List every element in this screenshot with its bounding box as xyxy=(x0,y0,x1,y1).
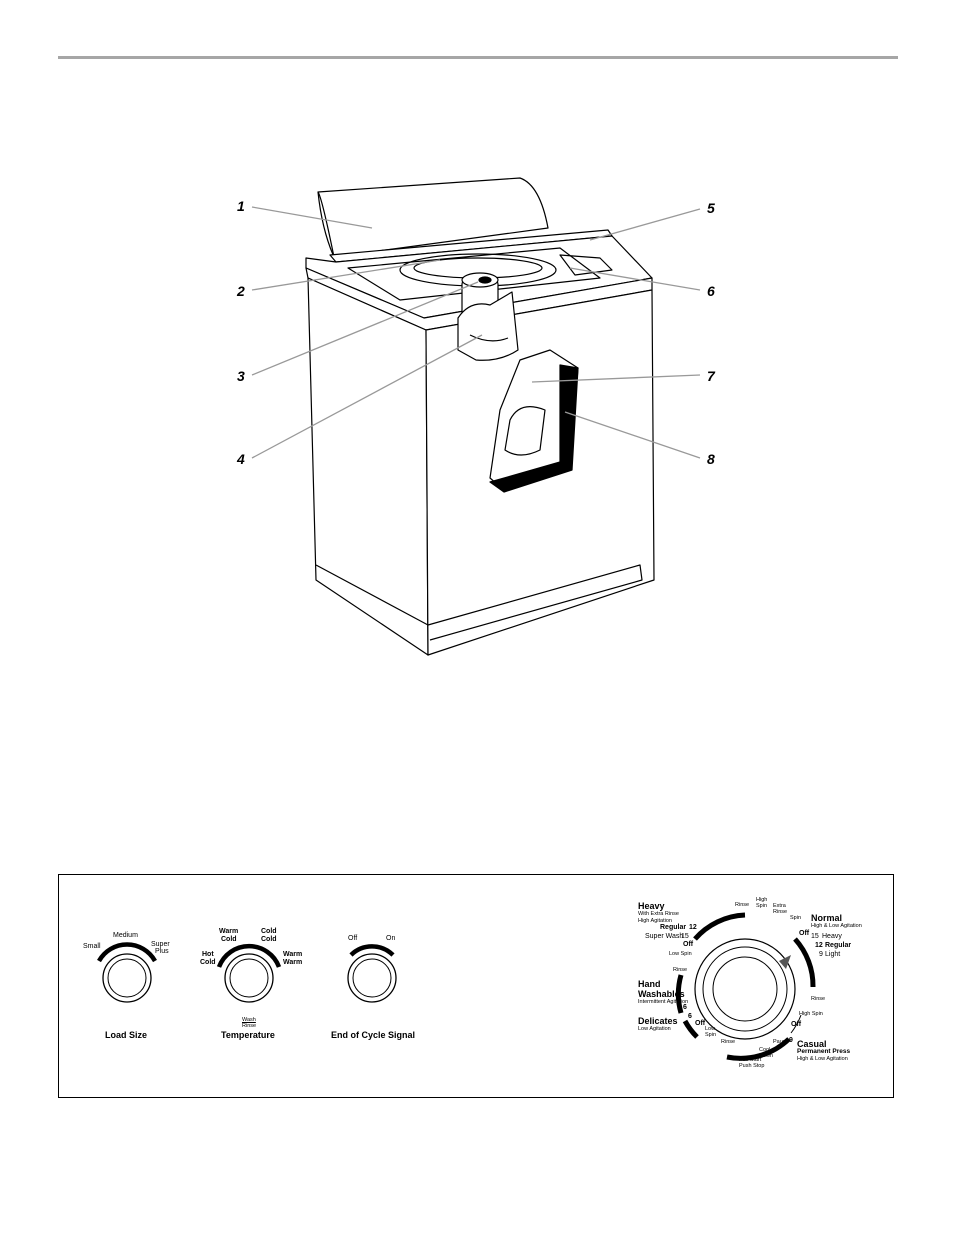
callout-4: 4 xyxy=(237,451,245,467)
cycle-off-3: Off xyxy=(791,1021,802,1028)
cycle-delicates-group: Delicates Low Agitation xyxy=(638,1016,678,1033)
temp-cold-label-4: Cold xyxy=(200,959,216,966)
cycle-casual-name: Casual xyxy=(797,1039,827,1049)
callout-1: 1 xyxy=(237,198,245,214)
temperature-knob[interactable] xyxy=(224,953,274,1003)
cycle-casual-group: Casual Permanent Press High & Low Agitat… xyxy=(797,1039,850,1062)
cycle-normal-n15: 15 xyxy=(811,933,819,940)
cycle-off-1: Off xyxy=(683,941,694,948)
cycle-heavy-n15: 15 xyxy=(681,933,689,940)
temp-warm-label-3: Warm xyxy=(283,959,303,966)
cycle-spin-bottom: Spin xyxy=(705,1032,717,1038)
cycle-delicates-n6: 6 xyxy=(688,1013,692,1020)
load-size-plus: Plus xyxy=(155,948,169,955)
cycle-push-stop: Push Stop xyxy=(739,1063,765,1069)
cycle-dial[interactable] xyxy=(694,938,796,1040)
cycle-normal-group: Normal High & Low Agitation xyxy=(811,913,862,930)
temp-warm-label: Warm xyxy=(219,928,239,935)
cycle-high-top: High xyxy=(756,897,768,903)
cycle-casual-sub: High & Low Agitation xyxy=(797,1055,848,1062)
temp-legend-rinse: Rinse xyxy=(242,1023,257,1029)
temp-hot-label: Hot xyxy=(202,951,214,958)
callout-3: 3 xyxy=(237,368,245,384)
cycle-normal-name: Normal xyxy=(811,913,843,923)
top-rule xyxy=(58,56,898,59)
cycle-delicates-sub: Low Agitation xyxy=(638,1026,671,1032)
temp-warm-label-2: Warm xyxy=(283,951,303,958)
cycle-heavy-super-wash: Super Wash xyxy=(645,933,684,940)
callout-2: 2 xyxy=(237,283,245,299)
load-size-title: Load Size xyxy=(105,1030,148,1040)
washer-diagram xyxy=(251,177,701,656)
cycle-rinse-top-2: Rinse xyxy=(773,909,788,915)
temp-cold-label-2: Cold xyxy=(261,928,277,935)
cycle-normal-n12: 12 xyxy=(815,942,823,949)
temp-legend-wash: Wash xyxy=(242,1017,256,1023)
temperature-title: Temperature xyxy=(221,1030,275,1040)
load-size-super: Super xyxy=(151,941,170,948)
temp-cold-label: Cold xyxy=(221,936,237,943)
cycle-heavy-n12: 12 xyxy=(689,924,697,931)
load-size-knob[interactable] xyxy=(102,953,152,1003)
cycle-heavy-group: Heavy With Extra Rinse High Agitation xyxy=(638,901,679,924)
cycle-hand-group: Hand Washables Intermittent Agitation xyxy=(638,979,688,1006)
panel-graphics xyxy=(97,912,816,1061)
cycle-heavy-sub2: High Agitation xyxy=(638,917,672,924)
cycle-extra-top: Extra xyxy=(773,903,786,909)
cycle-pull-start: Pull Start xyxy=(739,1057,762,1063)
cycle-casual-name2: Permanent Press xyxy=(797,1048,851,1055)
cycle-heavy-name: Heavy xyxy=(638,901,665,911)
callout-8: 8 xyxy=(707,451,715,467)
cycle-cool: Cool xyxy=(759,1047,771,1053)
cycle-high-spin: High Spin xyxy=(799,1011,823,1017)
cycle-hand-name2: Washables xyxy=(638,989,685,999)
cycle-hand-sub: Intermittent Agitation xyxy=(638,999,689,1005)
cycle-normal-n9: 9 xyxy=(819,951,823,958)
signal-on-label: On xyxy=(386,935,396,942)
cycle-hand-name1: Hand xyxy=(638,979,661,989)
signal-off-label: Off xyxy=(348,935,358,942)
cycle-heavy-regular: Regular xyxy=(660,924,687,931)
cycle-rinse-left: Rinse xyxy=(673,967,688,973)
callout-6: 6 xyxy=(707,283,715,299)
cycle-low-spin-1: Low Spin xyxy=(669,951,692,957)
cycle-hand-n6: 6 xyxy=(683,1004,687,1011)
cycle-down: Down xyxy=(759,1053,774,1059)
cycle-low-bottom: Low xyxy=(705,1026,716,1032)
cycle-normal-light: Light xyxy=(825,951,841,958)
cycle-rinse-right: Rinse xyxy=(811,996,826,1002)
temp-cold-label-3: Cold xyxy=(261,936,277,943)
end-of-cycle-signal-knob[interactable] xyxy=(347,953,397,1003)
callout-5: 5 xyxy=(707,200,715,216)
cycle-off-2: Off xyxy=(799,930,810,937)
cycle-pause: Pause xyxy=(773,1039,789,1045)
cycle-heavy-sub1: With Extra Rinse xyxy=(638,911,679,917)
cycle-off-4: Off xyxy=(695,1020,706,1027)
cycle-casual-n9: 9 xyxy=(789,1037,793,1044)
cycle-normal-heavy: Heavy xyxy=(822,933,842,940)
cycle-rinse-bottom: Rinse xyxy=(721,1039,736,1045)
load-size-small: Small xyxy=(83,943,101,950)
cycle-spin-top: Spin xyxy=(756,903,768,909)
cycle-delicates-name: Delicates xyxy=(638,1016,678,1026)
callout-7: 7 xyxy=(707,368,715,384)
cycle-normal-sub: High & Low Agitation xyxy=(811,923,862,929)
cycle-spin-top-2: Spin xyxy=(790,915,802,921)
cycle-rinse-top: Rinse xyxy=(735,902,750,908)
dial-pointer-icon xyxy=(779,955,791,969)
signal-title: End of Cycle Signal xyxy=(331,1030,416,1040)
load-size-medium: Medium xyxy=(113,932,138,939)
cycle-normal-regular: Regular xyxy=(825,942,852,949)
control-panel: Small Medium Super Plus Load Size Warm C… xyxy=(58,874,894,1098)
